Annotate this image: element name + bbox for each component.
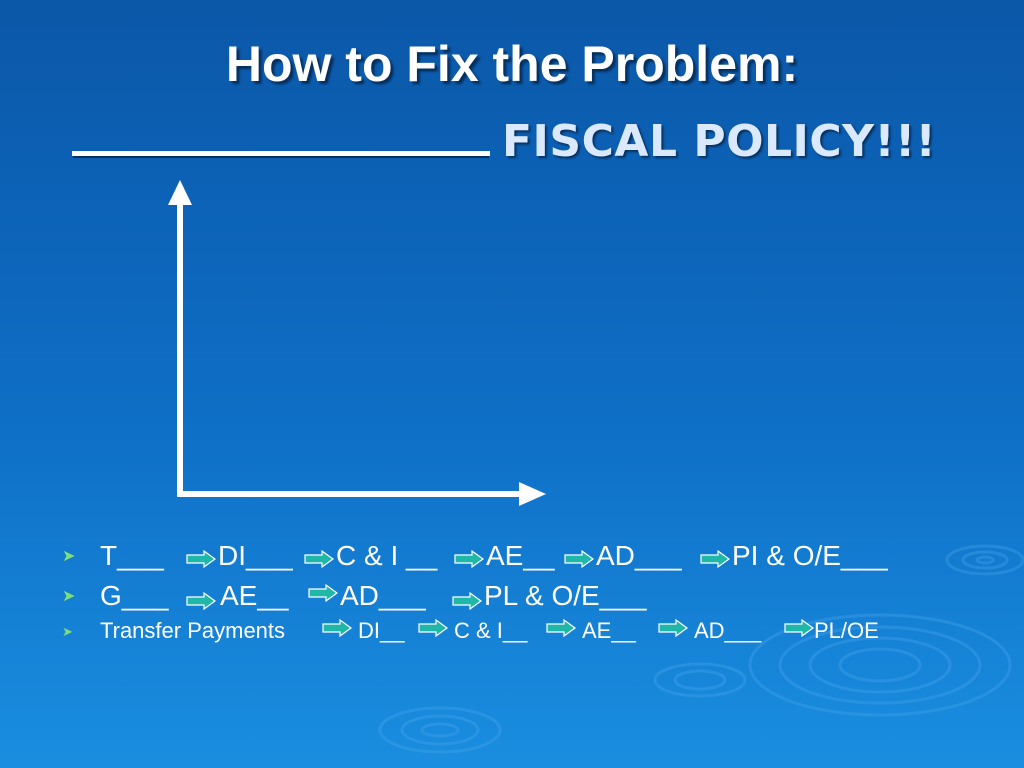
- right-arrow-icon: [564, 550, 594, 568]
- right-arrow-icon: [784, 619, 814, 637]
- subtitle: FISCAL POLICY!!!: [72, 103, 936, 173]
- seg-text: PL & O/E___: [484, 580, 647, 611]
- seg-text: G___: [100, 580, 169, 611]
- seg-text: C & I __: [336, 540, 438, 571]
- fill-in-blank: [72, 103, 490, 156]
- right-arrow-icon: [658, 619, 688, 637]
- right-arrow-icon: [186, 550, 216, 568]
- right-arrow-icon: [304, 550, 334, 568]
- right-arrow-icon: [454, 550, 484, 568]
- right-arrow-icon: [308, 584, 338, 602]
- seg-text: DI__: [358, 618, 405, 643]
- right-arrow-icon: [186, 592, 216, 610]
- seg-text: C & I__: [454, 618, 528, 643]
- seg-text: Transfer Payments: [100, 618, 286, 643]
- y-axis-arrow: [168, 180, 192, 495]
- seg-text: PI & O/E___: [732, 540, 888, 571]
- right-arrow-icon: [546, 619, 576, 637]
- seg-text: AE__: [486, 540, 555, 571]
- arrow-bullet-icon: ➤: [62, 548, 76, 565]
- seg-text: AE__: [582, 618, 636, 643]
- right-arrow-icon: [322, 619, 352, 637]
- seg-text: PL/OE: [814, 618, 879, 643]
- right-arrow-icon: [452, 592, 482, 610]
- right-arrow-icon: [418, 619, 448, 637]
- right-arrow-icon: [700, 550, 730, 568]
- seg-text: AE__: [220, 580, 289, 611]
- seg-text: AD___: [340, 580, 426, 611]
- arrow-bullet-icon: ➤: [62, 624, 73, 639]
- arrow-bullet-icon: ➤: [62, 588, 76, 605]
- fiscal-policy-heading: FISCAL POLICY!!!: [502, 116, 937, 167]
- x-axis-arrow: [177, 482, 546, 506]
- seg-text: DI___: [218, 540, 293, 571]
- seg-text: T___: [100, 540, 164, 571]
- slide-title: How to Fix the Problem:: [225, 36, 799, 92]
- seg-text: AD___: [596, 540, 682, 571]
- seg-text: AD___: [694, 618, 762, 643]
